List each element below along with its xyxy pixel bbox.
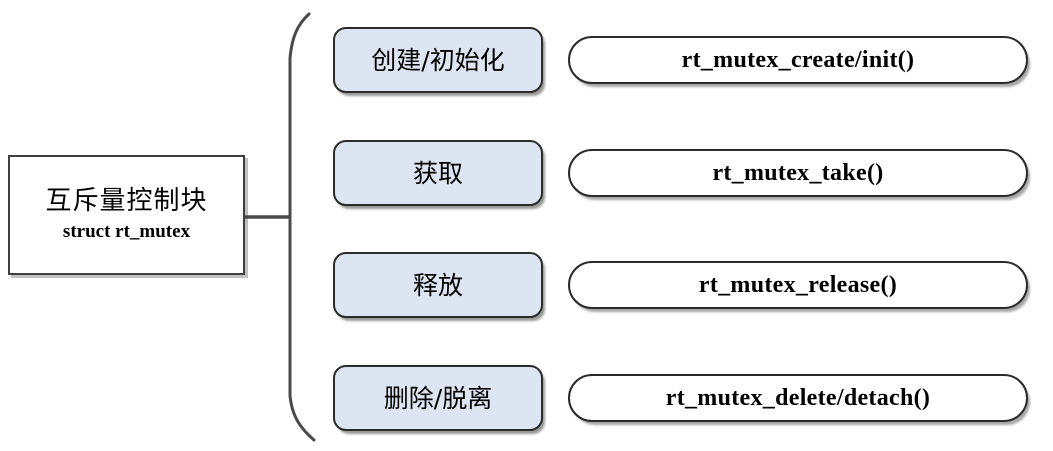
api-label: rt_mutex_release() <box>698 271 898 298</box>
api-label: rt_mutex_delete/detach() <box>665 384 931 411</box>
api-pill-delete[interactable]: rt_mutex_delete/detach() <box>568 374 1028 422</box>
operation-box-take[interactable]: 获取 <box>333 140 543 206</box>
api-pill-release[interactable]: rt_mutex_release() <box>568 261 1028 309</box>
operation-label: 获取 <box>412 158 463 188</box>
api-label: rt_mutex_take() <box>712 159 884 186</box>
api-pill-create[interactable]: rt_mutex_create/init() <box>568 36 1028 84</box>
operation-box-delete[interactable]: 删除/脱离 <box>333 365 543 431</box>
api-pill-take[interactable]: rt_mutex_take() <box>568 149 1028 197</box>
operation-label: 删除/脱离 <box>383 383 493 413</box>
operation-box-create[interactable]: 创建/初始化 <box>333 27 543 93</box>
operation-box-release[interactable]: 释放 <box>333 252 543 318</box>
control-block-title: 互斥量控制块 <box>45 186 208 217</box>
api-label: rt_mutex_create/init() <box>681 46 915 73</box>
mutex-control-block: 互斥量控制块 struct rt_mutex <box>8 155 245 275</box>
operation-label: 释放 <box>412 270 463 300</box>
operation-row: 删除/脱离 rt_mutex_delete/detach() <box>0 365 1053 431</box>
operation-label: 创建/初始化 <box>371 45 505 75</box>
operation-row: 获取 rt_mutex_take() <box>0 140 1053 206</box>
operation-row: 释放 rt_mutex_release() <box>0 252 1053 318</box>
control-block-struct-name: struct rt_mutex <box>62 220 191 242</box>
operation-row: 创建/初始化 rt_mutex_create/init() <box>0 27 1053 93</box>
